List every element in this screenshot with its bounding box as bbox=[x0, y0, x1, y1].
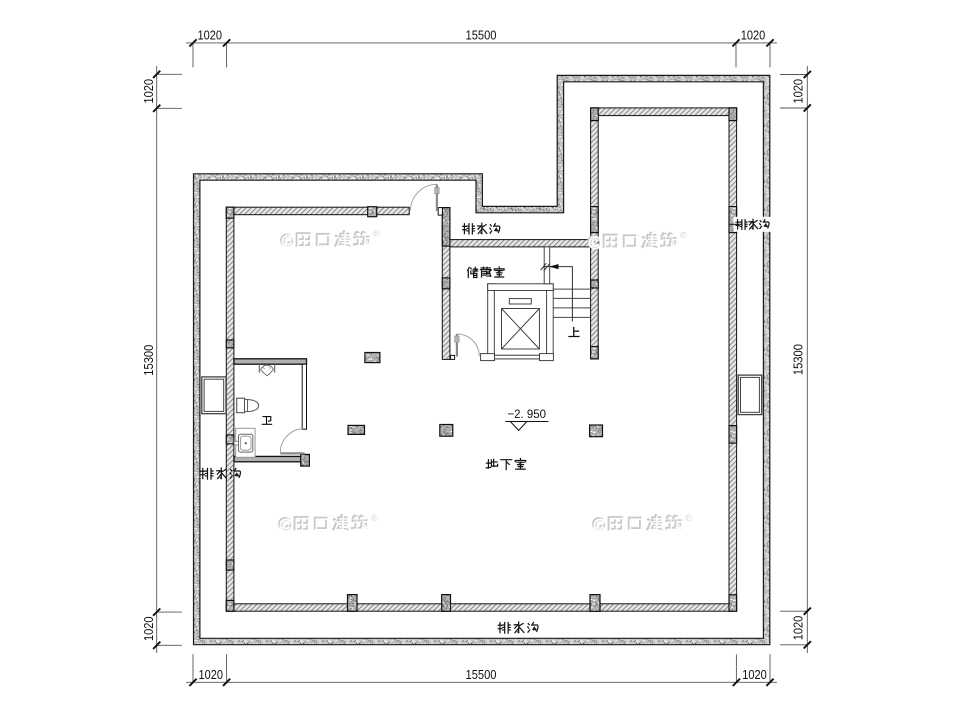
svg-text:©: © bbox=[280, 230, 293, 250]
svg-text:®: ® bbox=[682, 232, 689, 242]
svg-text:1020: 1020 bbox=[141, 79, 156, 104]
svg-text:©: © bbox=[278, 514, 291, 534]
svg-text:−2. 950: −2. 950 bbox=[508, 407, 547, 421]
svg-text:®: ® bbox=[375, 231, 382, 241]
svg-text:©: © bbox=[587, 232, 600, 252]
svg-text:1020: 1020 bbox=[741, 28, 766, 43]
svg-text:1020: 1020 bbox=[198, 28, 223, 43]
svg-text:©: © bbox=[589, 233, 602, 253]
svg-text:1020: 1020 bbox=[199, 667, 224, 682]
svg-text:©: © bbox=[592, 514, 605, 534]
svg-text:®: ® bbox=[680, 231, 687, 241]
svg-text:®: ® bbox=[687, 514, 694, 524]
svg-text:1020: 1020 bbox=[742, 667, 767, 682]
svg-text:®: ® bbox=[373, 229, 380, 239]
svg-text:©: © bbox=[280, 515, 293, 535]
svg-text:1020: 1020 bbox=[141, 616, 156, 641]
svg-text:®: ® bbox=[373, 514, 380, 524]
svg-text:1020: 1020 bbox=[791, 79, 806, 104]
svg-text:®: ® bbox=[685, 513, 692, 523]
svg-text:15500: 15500 bbox=[466, 28, 497, 43]
svg-text:©: © bbox=[282, 232, 295, 252]
svg-text:15500: 15500 bbox=[466, 667, 497, 682]
svg-text:®: ® bbox=[371, 513, 378, 523]
svg-text:1020: 1020 bbox=[791, 616, 806, 641]
svg-text:©: © bbox=[594, 515, 607, 535]
svg-text:15300: 15300 bbox=[791, 344, 806, 375]
svg-text:15300: 15300 bbox=[141, 345, 156, 376]
